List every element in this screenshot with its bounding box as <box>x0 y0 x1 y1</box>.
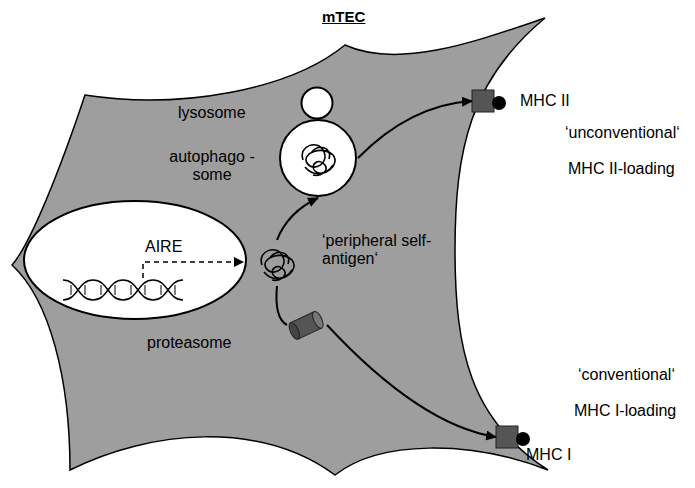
mhc-i-receptor: MHC I <box>496 424 534 450</box>
label-text: MHC II-loading <box>568 160 675 178</box>
text-slot: MHC II <box>520 92 570 110</box>
self-antigen-shape <box>252 240 302 286</box>
label-text: mTEC <box>322 8 365 26</box>
lysosome: lysosome <box>300 86 334 120</box>
pathway-arrow <box>277 198 318 240</box>
nucleus-shape <box>23 200 247 320</box>
text-slot: autophago - some <box>156 148 268 184</box>
mhc-ii-receptor-shape <box>472 88 510 114</box>
label-text: MHC I <box>526 446 571 464</box>
label-text: lysosome <box>178 104 246 122</box>
label-text: AIRE <box>145 238 182 256</box>
label-text: MHC I-loading <box>574 402 676 420</box>
text-slot: AIRE <box>145 238 182 256</box>
text-slot: ‘conventional‘ <box>578 366 675 384</box>
text-slot: proteasome <box>147 334 232 352</box>
nucleus: AIRE <box>23 200 247 320</box>
label-text: ‘peripheral self-antigen‘ <box>322 232 444 268</box>
proteasome: proteasome <box>287 308 327 342</box>
text-slot: lysosome <box>178 104 246 122</box>
label-text: autophago - some <box>156 148 268 184</box>
text-slot: MHC I-loading <box>574 402 676 420</box>
text-slot: MHC I <box>526 446 571 464</box>
self-antigen: ‘peripheral self-antigen‘ <box>252 240 302 286</box>
pathway-arrow <box>358 101 472 158</box>
text-slot: mTEC <box>322 8 365 26</box>
label-text: ‘unconventional‘ <box>565 124 680 142</box>
autophagosome-shape <box>278 118 358 198</box>
pathway-arrow <box>276 286 287 325</box>
text-slot: ‘peripheral self-antigen‘ <box>322 232 444 268</box>
label-text: proteasome <box>147 334 232 352</box>
label-text: ‘conventional‘ <box>578 366 675 384</box>
pathway-arrow <box>327 325 496 437</box>
label-text: MHC II <box>520 92 570 110</box>
text-slot: MHC II-loading <box>568 160 675 178</box>
autophagosome: autophago - some <box>278 118 358 198</box>
proteasome-shape <box>287 308 327 342</box>
lysosome-shape <box>300 86 334 120</box>
mhc-ii-receptor: MHC II <box>472 88 510 114</box>
text-slot: ‘unconventional‘ <box>565 124 680 142</box>
